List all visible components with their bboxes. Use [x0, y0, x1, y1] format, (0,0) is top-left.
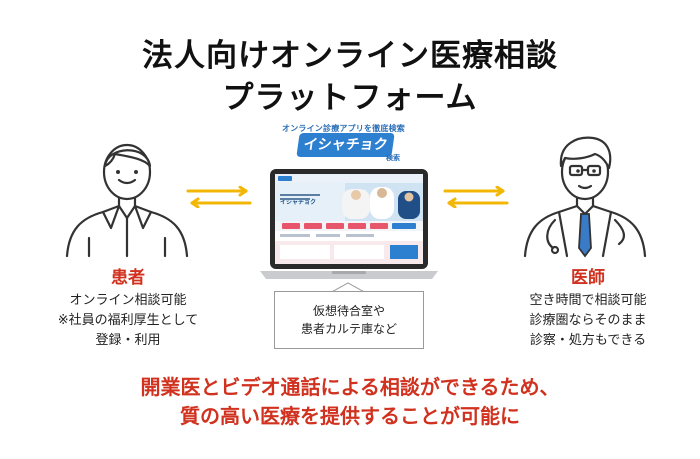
patient-desc-line-1: オンライン相談可能: [69, 293, 187, 308]
bubble-line-2: 患者カルテ庫など: [300, 322, 397, 336]
app-logo-tag: 検索: [386, 154, 400, 162]
patient-desc-line-3: 登録・利用: [95, 333, 161, 348]
doctor-description: 空き時間で相談可能 診療圏ならそのまま 診察・処方もできる: [478, 291, 698, 351]
patient-description: オンライン相談可能 ※社員の福利厚生として 登録・利用: [18, 291, 238, 351]
message-line-2: 質の高い医療を提供することが可能に: [180, 404, 520, 428]
app-logo-name: イシャチョク: [296, 133, 395, 157]
doctor-desc-line-2: 診療圏ならそのまま: [529, 313, 647, 328]
doctor-illustration: [523, 136, 647, 258]
exchange-arrows-right: [443, 186, 509, 208]
patient-desc-line-2: ※社員の福利厚生として: [57, 313, 199, 328]
app-logo: オンライン診療アプリを徹底検索 イシャチョク 検索: [268, 120, 428, 170]
app-screen-brand: イシャチョク: [280, 198, 316, 206]
doctor-desc-line-3: 診察・処方もできる: [529, 333, 647, 348]
patient-illustration: [65, 143, 189, 258]
doctor-role-label: 医師: [571, 268, 605, 288]
title-line-2: プラットフォーム: [222, 80, 478, 116]
title-line-1: 法人向けオンライン医療相談: [142, 38, 558, 74]
feature-bubble: 仮想待合室や 患者カルテ庫など: [274, 291, 424, 349]
bubble-line-1: 仮想待合室や: [312, 304, 385, 318]
patient-role-label: 患者: [111, 268, 145, 288]
doctor-desc-line-1: 空き時間で相談可能: [529, 293, 647, 308]
message-line-1: 開業医とビデオ通話による相談ができるため、: [140, 375, 560, 399]
bubble-pointer: [330, 282, 366, 294]
app-logo-subtitle: オンライン診療アプリを徹底検索: [282, 124, 405, 133]
exchange-arrows-left: [186, 186, 252, 208]
laptop-screenshot: イシャチョク: [260, 169, 438, 279]
